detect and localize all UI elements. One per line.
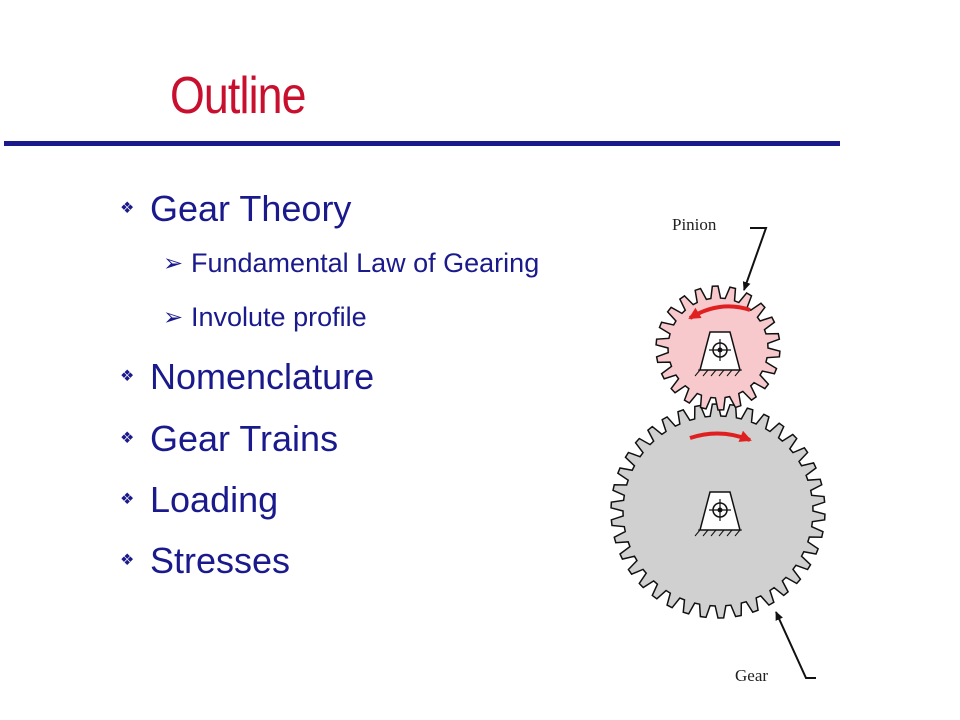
- gear-label: Gear: [735, 666, 769, 685]
- gear-rotation-arrow-icon: [689, 430, 752, 442]
- outline-subitem-fundamental-law: ➢ Fundamental Law of Gearing: [163, 248, 539, 279]
- diamond-bullet-icon: ❖: [120, 430, 135, 447]
- outline-item-loading: ❖ Loading: [120, 479, 278, 521]
- outline-item-label: Nomenclature: [150, 356, 375, 397]
- outline-list: ❖ Gear Theory ➢ Fundamental Law of Geari…: [120, 188, 539, 582]
- outline-item-label: Stresses: [150, 540, 291, 581]
- outline-item-label: Involute profile: [191, 302, 367, 332]
- outline-item-label: Fundamental Law of Gearing: [191, 248, 540, 278]
- pinion-bearing-mount-icon: [694, 331, 742, 377]
- outline-item-gear-theory: ❖ Gear Theory: [120, 188, 351, 230]
- outline-item-nomenclature: ❖ Nomenclature: [120, 356, 374, 398]
- outline-item-label: Gear Trains: [150, 418, 339, 459]
- gear-bearing-mount-icon: [694, 491, 742, 537]
- arrow-bullet-icon: ➢: [163, 249, 184, 277]
- outline-item-label: Gear Theory: [150, 188, 352, 229]
- outline-item-label: Loading: [150, 479, 279, 520]
- pinion-rotation-arrow-icon: [688, 304, 751, 320]
- outline-subitem-involute-profile: ➢ Involute profile: [163, 302, 367, 333]
- arrow-bullet-icon: ➢: [163, 303, 184, 331]
- gear-diagram-svg: [610, 227, 826, 679]
- pinion-label: Pinion: [672, 215, 717, 234]
- outline-item-gear-trains: ❖ Gear Trains: [120, 418, 338, 460]
- title-underline: [4, 141, 840, 146]
- diamond-bullet-icon: ❖: [120, 491, 135, 508]
- diamond-bullet-icon: ❖: [120, 368, 135, 385]
- diamond-bullet-icon: ❖: [120, 552, 135, 569]
- diamond-bullet-icon: ❖: [120, 200, 135, 217]
- gear-pair-diagram: Pinion Gear: [600, 200, 860, 700]
- gear-leader-line: [775, 611, 816, 679]
- outline-item-stresses: ❖ Stresses: [120, 540, 290, 582]
- pinion-leader-line: [742, 227, 768, 291]
- slide-title: Outline: [170, 67, 307, 125]
